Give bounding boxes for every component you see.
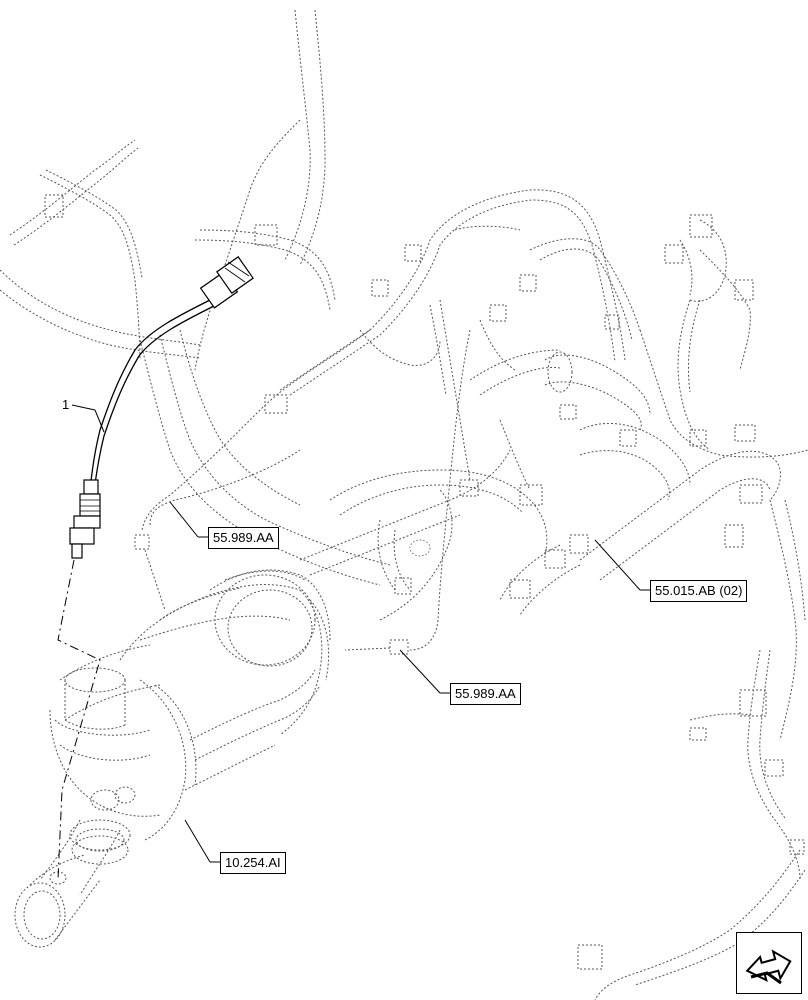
ref-10-254-ai[interactable]: 10.254.AI xyxy=(220,852,286,874)
exhaust-aftertreatment-unit xyxy=(14,569,331,948)
next-page-button[interactable] xyxy=(736,932,802,994)
oxygen-sensor-item-1[interactable] xyxy=(69,256,254,559)
harness-connectors xyxy=(44,194,805,970)
ref-55-989-aa-upper[interactable]: 55.989.AA xyxy=(208,527,279,549)
temperature-sensor-lower xyxy=(344,329,471,655)
next-page-arrow-icon xyxy=(745,949,792,985)
callout-item-number: 1 xyxy=(62,397,70,412)
ref-55-989-aa-lower[interactable]: 55.989.AA xyxy=(450,683,521,705)
ref-55-015-ab-02[interactable]: 55.015.AB (02) xyxy=(650,580,748,602)
temperature-sensor-upper xyxy=(134,329,371,611)
wiring-harness xyxy=(0,9,808,1000)
